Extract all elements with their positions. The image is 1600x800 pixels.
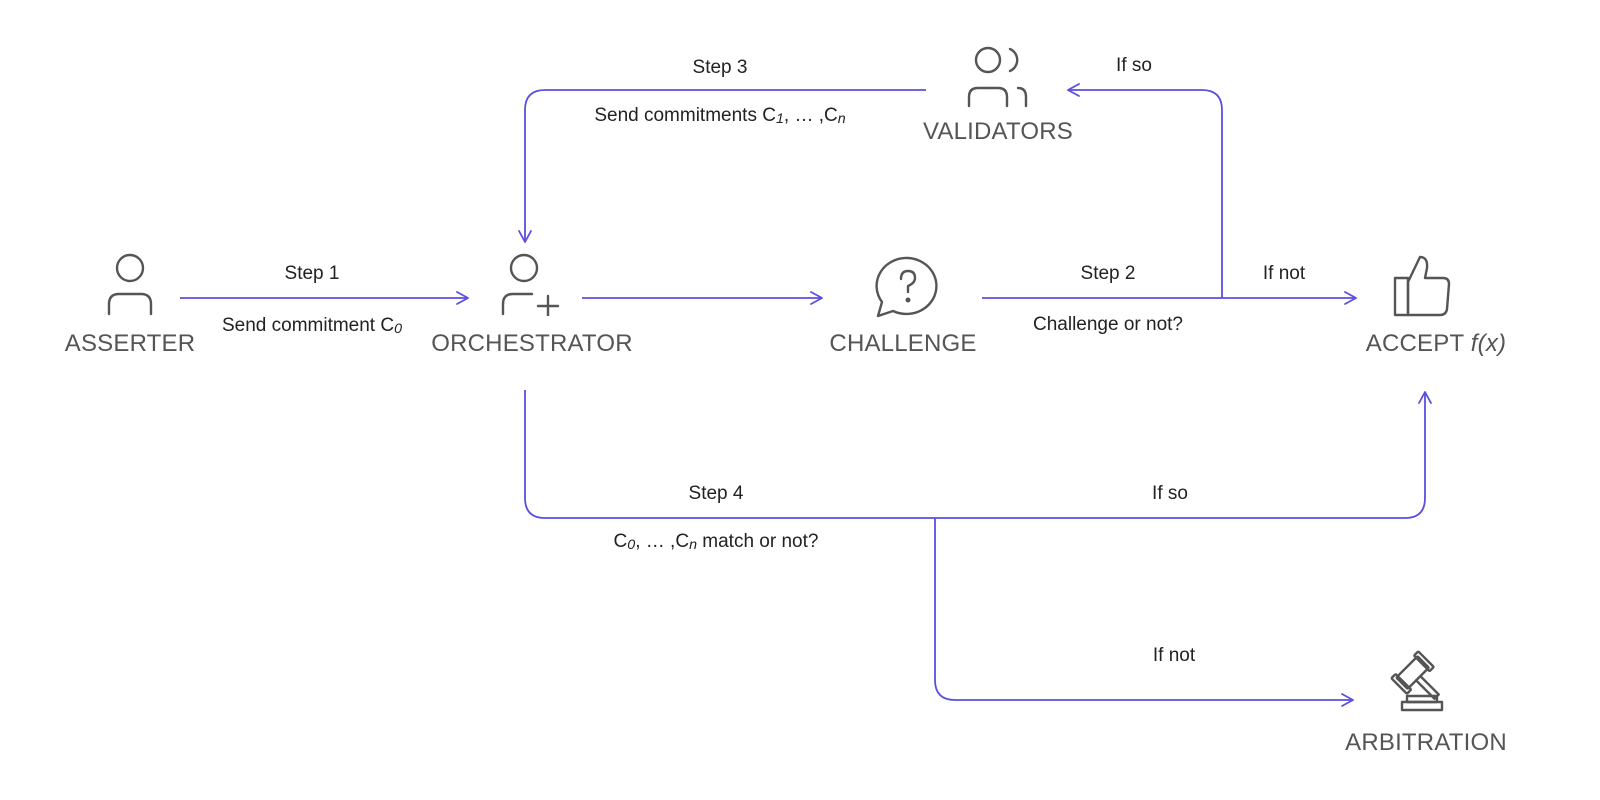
arrow-validators-to-orchestrator (518, 89, 926, 243)
step3-desc-text: Send commitments C (594, 105, 776, 126)
accept-label-text: ACCEPT (1365, 330, 1464, 357)
step4-desc-sub2: n (689, 537, 697, 554)
challenge-label: CHALLENGE (829, 330, 977, 357)
arbitration-label: ARBITRATION (1345, 729, 1507, 756)
step4-if-so-label: If so (1152, 483, 1188, 504)
validators-label: VALIDATORS (922, 118, 1074, 145)
step1-label: Step 1 (284, 263, 340, 284)
question-bubble-icon (875, 256, 938, 318)
arrow-to-arbitration (934, 518, 1354, 707)
step4-desc-c: C (613, 531, 628, 552)
step3-desc-sub2: n (837, 111, 846, 128)
step4-label: Step 4 (688, 483, 744, 504)
thumbs-up-icon (1393, 255, 1451, 317)
step4-desc-mid: , … ,C (635, 531, 690, 552)
step4-if-not-label: If not (1152, 645, 1196, 666)
step2-if-not-label: If not (1262, 263, 1306, 284)
orchestrator-label: ORCHESTRATOR (431, 330, 633, 357)
step3-desc-sub1: 1 (775, 111, 784, 128)
step4-desc-suffix: match or not? (697, 531, 819, 552)
step3-label: Step 3 (692, 57, 748, 78)
step1-description: Send commitment C0 (221, 315, 403, 338)
step3-desc-mid: , … ,C (783, 105, 838, 126)
arrow-challenge-to-validators (1067, 83, 1223, 298)
user-plus-icon (501, 253, 560, 316)
step2-description: Challenge or not? (1033, 314, 1183, 335)
arrow-orchestrator-to-accept (524, 390, 1432, 519)
step2-label: Step 2 (1080, 263, 1136, 284)
users-icon (967, 46, 1028, 108)
asserter-label: ASSERTER (64, 330, 196, 357)
accept-label: ACCEPT f(x) (1366, 332, 1506, 356)
gavel-icon (1390, 650, 1444, 712)
step4-desc-sub1: 0 (627, 537, 636, 554)
user-icon (107, 253, 153, 316)
step3-description: Send commitments C1, … ,Cn (594, 105, 846, 128)
step2-if-so-label: If so (1116, 55, 1152, 76)
accept-fx: f(x) (1470, 330, 1507, 357)
step1-desc-sub: 0 (394, 321, 403, 338)
step1-desc-text: Send commitment C (221, 315, 395, 336)
step4-description: C0, … ,Cn match or not? (613, 531, 819, 554)
